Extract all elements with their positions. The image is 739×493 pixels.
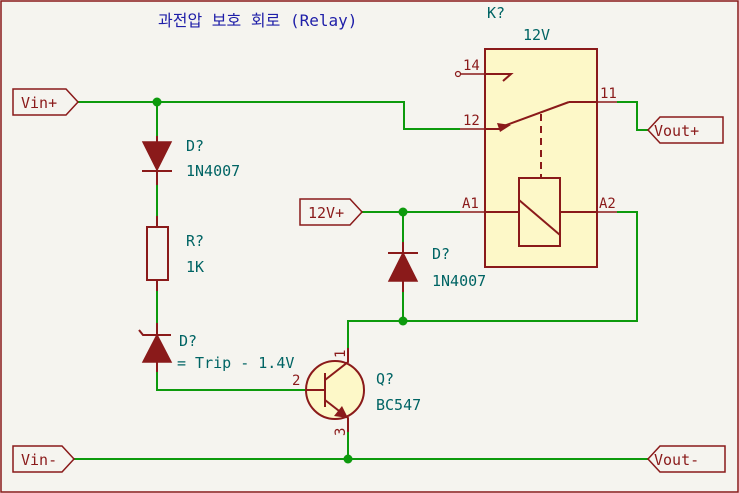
emitter-arrow-icon [334,406,348,418]
diode-top-ref: D? [186,137,204,155]
diode-body [141,141,173,172]
wire-11-vout [617,101,648,131]
zener-diode[interactable]: D? = Trip - 1.4V [138,323,294,372]
wires [74,101,648,460]
wire-zener-base [156,372,306,391]
diode-top-value: 1N4007 [186,162,240,180]
diode-relay[interactable]: D? 1N4007 [387,242,486,292]
pin-number-a1: A1 [462,196,479,212]
port-outline [299,198,364,226]
port-vout-minus[interactable]: Vout- [646,445,726,473]
relay-body [484,48,598,268]
relay-component[interactable]: K? 12V 14 12 11 A1 A2 [454,4,618,268]
resistor-body [146,226,169,281]
junctions [152,97,408,464]
nc-contact-icon [485,73,514,82]
zener-value: = Trip - 1.4V [177,354,294,372]
zener-body [141,333,173,363]
resistor[interactable]: R? 1K [146,216,204,291]
resistor-value: 1K [186,258,204,276]
pin-number-12: 12 [463,113,480,129]
port-outline [12,88,80,116]
port-label: 12V+ [308,204,344,222]
port-label: Vout- [654,451,699,469]
pin-number-c: 1 [333,350,349,358]
wire-vin-plus [78,101,460,130]
junction-dot [343,454,353,464]
junction-dot [152,97,162,107]
diode-top[interactable]: D? 1N4007 [141,136,240,185]
port-label: Vout+ [654,122,699,140]
switch-lever [500,101,570,128]
port-label: Vin+ [21,94,57,112]
port-vout-plus[interactable]: Vout+ [646,116,724,144]
pin-number-b: 2 [292,373,300,389]
junction-dot [398,316,408,326]
port-outline [646,445,726,473]
port-vin-plus[interactable]: Vin+ [12,88,80,116]
schematic-title: 과전압 보호 회로 (Relay) [158,11,357,30]
transistor[interactable]: 1 2 3 Q? BC547 [292,348,421,436]
port-12v-plus[interactable]: 12V+ [299,198,364,226]
diode-relay-value: 1N4007 [432,272,486,290]
relay-value: 12V [523,26,550,44]
port-label: Vin- [21,451,57,469]
junction-dot [398,207,408,217]
pin-14-open-end [454,70,462,78]
zener-ref: D? [179,332,197,350]
port-outline [646,116,724,144]
port-outline [12,445,76,473]
pin-number-a2: A2 [599,196,616,212]
wire-a2-collector [347,211,638,348]
pin-number-11: 11 [600,86,617,102]
collector-lead [324,348,349,381]
diode-body [387,251,419,282]
pin-number-e: 3 [333,428,349,436]
diode-relay-ref: D? [432,245,450,263]
port-vin-minus[interactable]: Vin- [12,445,76,473]
resistor-ref: R? [186,232,204,250]
transistor-value: BC547 [376,396,421,414]
relay-ref: K? [487,4,505,22]
pin-number-14: 14 [463,58,480,74]
zener-cathode-bar [138,329,171,336]
transistor-ref: Q? [376,370,394,388]
coil-diagonal [518,199,561,236]
